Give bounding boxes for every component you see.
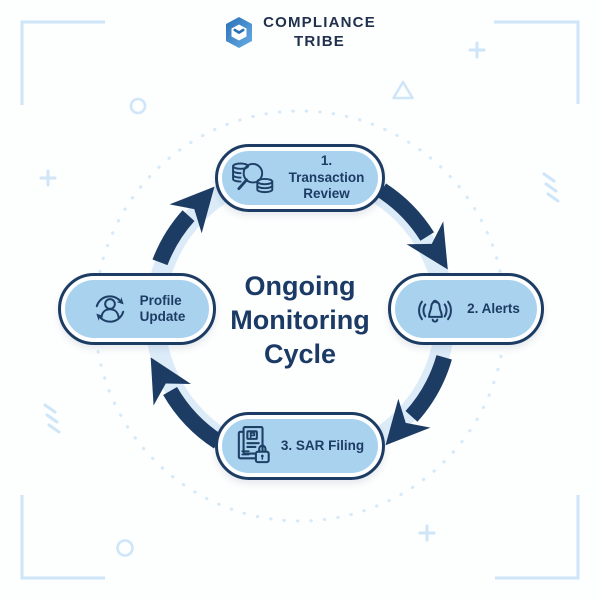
cycle-title-line-3: Cycle bbox=[263, 339, 337, 370]
decor-dashes-right-icon bbox=[542, 172, 560, 203]
cycle-arrow-bottom-left bbox=[150, 357, 223, 449]
node-sar-filing-body: 3. SAR Filing bbox=[222, 419, 378, 473]
node-sar-filing-label: 3. SAR Filing bbox=[281, 438, 364, 454]
node-transaction-review-line-1: 1. Transaction bbox=[288, 153, 365, 185]
cycle-arrow-top-right bbox=[377, 183, 448, 270]
bell-ringing-icon bbox=[418, 299, 453, 323]
node-alerts-line-1: 2. Alerts bbox=[467, 300, 520, 316]
cycle-title-line-1: Ongoing bbox=[244, 271, 356, 301]
decor-triangle-icon bbox=[392, 80, 414, 100]
node-profile-update-line-2: Update bbox=[139, 309, 186, 324]
node-profile-update: Profile Update bbox=[58, 273, 216, 345]
node-profile-update-line-1: Profile bbox=[139, 292, 182, 308]
magnifier-coins-icon bbox=[232, 162, 274, 193]
cycle-arrow-bottom-right bbox=[385, 354, 452, 446]
decor-circle-bottom-left-icon bbox=[116, 539, 134, 557]
corner-bracket-bottom-left-icon bbox=[20, 495, 105, 580]
decor-circle-top-left-icon bbox=[129, 97, 147, 115]
cycle-title: Ongoing Monitoring Cycle bbox=[200, 269, 400, 371]
node-alerts: 2. Alerts bbox=[388, 273, 544, 345]
corner-bracket-bottom-right-icon bbox=[495, 495, 580, 580]
decor-dashes-left-icon bbox=[43, 403, 61, 434]
decor-plus-bottom-right-icon bbox=[418, 524, 436, 542]
decor-plus-top-right-icon bbox=[468, 41, 486, 59]
hexagon-chevron-logo-icon bbox=[226, 16, 253, 48]
node-transaction-review: 1. Transaction Review bbox=[215, 144, 385, 212]
cycle-arrow-top-left bbox=[152, 186, 215, 266]
brand-header: COMPLIANCE TRIBE bbox=[0, 13, 600, 51]
node-transaction-review-body: 1. Transaction Review bbox=[222, 151, 378, 205]
node-sar-filing-line-1: 3. SAR Filing bbox=[280, 437, 365, 453]
node-transaction-review-line-2: Review bbox=[303, 186, 350, 202]
brand-name: COMPLIANCE TRIBE bbox=[263, 13, 376, 51]
node-transaction-review-label: 1. Transaction Review bbox=[283, 153, 370, 202]
node-profile-update-label: Profile Update bbox=[140, 293, 186, 326]
node-alerts-label: 2. Alerts bbox=[467, 301, 520, 317]
node-alerts-body: 2. Alerts bbox=[395, 280, 537, 338]
brand-line-1: COMPLIANCE bbox=[263, 14, 376, 31]
document-lock-icon bbox=[237, 426, 270, 464]
node-profile-update-body: Profile Update bbox=[65, 280, 209, 338]
cycle-title-line-2: Monitoring bbox=[230, 305, 370, 336]
corner-bracket-top-left-icon bbox=[20, 20, 105, 105]
person-refresh-icon bbox=[95, 295, 124, 323]
node-sar-filing: 3. SAR Filing bbox=[215, 412, 385, 480]
corner-bracket-top-right-icon bbox=[494, 20, 580, 104]
decor-plus-left-icon bbox=[39, 169, 57, 187]
brand-line-2: TRIBE bbox=[294, 33, 345, 50]
